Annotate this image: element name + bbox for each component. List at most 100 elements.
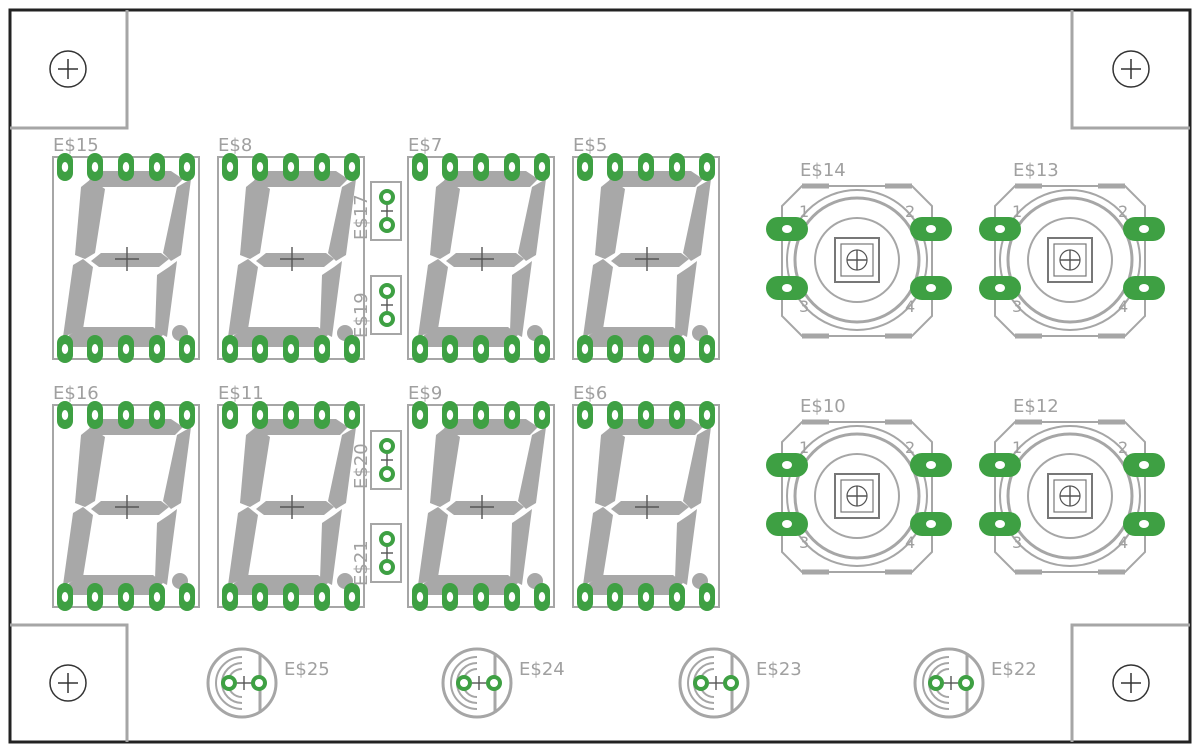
switch-ref-label: E$14 bbox=[800, 160, 846, 181]
display-segment bbox=[91, 501, 169, 515]
pad-hole bbox=[383, 221, 391, 229]
pad-ring-icon bbox=[473, 335, 489, 363]
pad-ring-icon bbox=[283, 401, 299, 429]
pad-hole bbox=[703, 162, 711, 172]
display-segment bbox=[75, 427, 105, 507]
pad-ring-icon bbox=[577, 401, 593, 429]
display-ref-label: E$5 bbox=[573, 135, 607, 156]
pad-hole bbox=[697, 679, 705, 687]
pad-ring-icon bbox=[379, 217, 395, 233]
pad-ring-icon bbox=[442, 335, 458, 363]
pad-hole bbox=[995, 225, 1005, 233]
pad-ring-icon bbox=[473, 401, 489, 429]
display-segment bbox=[595, 427, 625, 507]
display-segment bbox=[320, 261, 342, 337]
switch-pin-label: 1 bbox=[1012, 202, 1022, 221]
pad-hole bbox=[256, 592, 264, 602]
pad-ring-icon bbox=[699, 153, 715, 181]
switch-pin-label: 3 bbox=[799, 533, 809, 552]
display-segment bbox=[675, 509, 697, 585]
pad-hole bbox=[727, 679, 735, 687]
pad-hole bbox=[538, 162, 546, 172]
display-segment bbox=[675, 261, 697, 337]
pad-ring-icon bbox=[473, 153, 489, 181]
pad-hole bbox=[183, 592, 191, 602]
pad-hole bbox=[611, 592, 619, 602]
pad-hole bbox=[226, 344, 234, 354]
pad-ring-icon bbox=[314, 583, 330, 611]
pad-hole bbox=[122, 410, 130, 420]
display-segment bbox=[510, 509, 532, 585]
pad-ring-icon bbox=[669, 401, 685, 429]
display-ref-label: E$6 bbox=[573, 383, 607, 404]
switch-pin-label: 4 bbox=[1118, 533, 1128, 552]
pad-ring-icon bbox=[577, 583, 593, 611]
pad-hole bbox=[490, 679, 498, 687]
pad-ring-icon bbox=[221, 675, 237, 691]
pad-hole bbox=[287, 592, 295, 602]
pad-hole bbox=[287, 162, 295, 172]
display-segment bbox=[510, 261, 532, 337]
pad-hole bbox=[416, 592, 424, 602]
pad-hole bbox=[460, 679, 468, 687]
seven-segment-display: E$8 bbox=[217, 135, 365, 363]
pad-ring-icon bbox=[442, 401, 458, 429]
pad-ring-icon bbox=[118, 401, 134, 429]
pad-hole bbox=[61, 410, 69, 420]
pad-hole bbox=[1139, 520, 1149, 528]
pad-ring-icon bbox=[534, 583, 550, 611]
pad-ring-icon bbox=[473, 583, 489, 611]
pad-ring-icon bbox=[314, 335, 330, 363]
pad-hole bbox=[538, 344, 546, 354]
pad-ring-icon bbox=[910, 512, 952, 536]
pad-hole bbox=[91, 592, 99, 602]
pad-hole bbox=[61, 162, 69, 172]
mount-corner-bottom-right bbox=[1070, 623, 1190, 742]
display-segment bbox=[328, 179, 356, 261]
display-segment bbox=[424, 327, 518, 347]
pad-ring-icon bbox=[118, 153, 134, 181]
pad-hole bbox=[318, 410, 326, 420]
part-ref-label: E$21 bbox=[351, 540, 372, 586]
pad-ring-icon bbox=[179, 153, 195, 181]
switch-ring bbox=[1006, 196, 1134, 324]
pad-hole bbox=[287, 344, 295, 354]
pad-hole bbox=[1139, 461, 1149, 469]
pad-ring-icon bbox=[699, 335, 715, 363]
pad-ring-icon bbox=[222, 401, 238, 429]
pad-ring-icon bbox=[412, 153, 428, 181]
pad-hole bbox=[383, 442, 391, 450]
pad-hole bbox=[383, 563, 391, 571]
pad-ring-icon bbox=[607, 153, 623, 181]
pad-ring-icon bbox=[118, 583, 134, 611]
display-segment bbox=[228, 507, 258, 585]
led-lens-arc bbox=[922, 656, 950, 684]
display-segment bbox=[418, 259, 448, 337]
led-lens-arc bbox=[215, 682, 243, 710]
pad-hole bbox=[383, 193, 391, 201]
display-segment bbox=[430, 179, 460, 259]
pad-ring-icon bbox=[638, 153, 654, 181]
mount-corner-top-left bbox=[10, 10, 129, 130]
switch-pin-label: 1 bbox=[799, 438, 809, 457]
pad-ring-icon bbox=[607, 335, 623, 363]
display-segment bbox=[256, 253, 334, 267]
led-lens-arc bbox=[687, 656, 715, 684]
pad-hole bbox=[782, 225, 792, 233]
pad-hole bbox=[477, 410, 485, 420]
led-footprint: E$24 bbox=[441, 647, 565, 719]
pad-ring-icon bbox=[344, 335, 360, 363]
pad-ring-icon bbox=[179, 335, 195, 363]
pad-ring-icon bbox=[638, 583, 654, 611]
switch-ref-label: E$13 bbox=[1013, 160, 1059, 181]
switch-pin-label: 4 bbox=[1118, 297, 1128, 316]
pad-hole bbox=[782, 284, 792, 292]
display-segment bbox=[328, 427, 356, 509]
pad-hole bbox=[225, 679, 233, 687]
pad-ring-icon bbox=[723, 675, 739, 691]
display-segment bbox=[589, 575, 683, 595]
pad-ring-icon bbox=[607, 583, 623, 611]
pad-ring-icon bbox=[149, 335, 165, 363]
pad-ring-icon bbox=[910, 453, 952, 477]
